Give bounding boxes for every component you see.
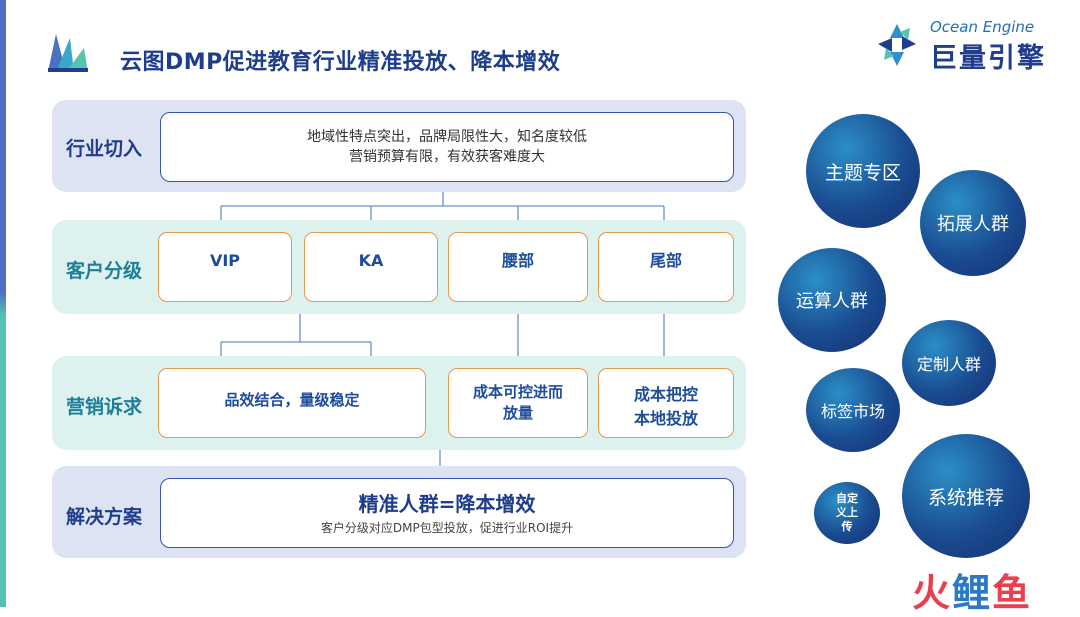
side-accent-stripe	[0, 0, 6, 607]
grade-tail-box: 尾部	[598, 232, 734, 302]
demand-local-box: 成本把控 本地投放	[598, 368, 734, 438]
circle-expand-audience: 拓展人群	[920, 170, 1026, 276]
watermark-char-2: 鲤	[952, 571, 993, 615]
row-industry-entry: 行业切入 地域性特点突出，品牌局限性大，知名度较低 营销预算有限，有效获客难度大	[52, 100, 746, 192]
entry-line-1: 地域性特点突出，品牌局限性大，知名度较低	[307, 129, 587, 145]
ocean-engine-icon	[878, 24, 916, 66]
fan-logo-icon	[48, 34, 88, 72]
watermark-char-1: 火	[912, 571, 953, 615]
grade-ka-box: KA	[304, 232, 438, 302]
grade-vip-box: VIP	[158, 232, 292, 302]
demand-cost-scale-line-2: 放量	[502, 404, 533, 422]
solution-subtext: 客户分级对应DMP包型投放，促进行业ROI提升	[320, 521, 574, 535]
row-label-entry: 行业切入	[65, 138, 142, 160]
page-title: 云图DMP促进教育行业精准投放、降本增效	[120, 50, 561, 75]
circle-tag-market: 标签市场	[806, 368, 900, 452]
row-solution: 解决方案 精准人群=降本增效 客户分级对应DMP包型投放，促进行业ROI提升	[52, 466, 746, 558]
custom-upload-line-1: 自定	[836, 492, 858, 505]
row-label-grading: 客户分级	[65, 260, 142, 282]
brand-logo: Ocean Engine 巨量引擎	[872, 16, 1052, 76]
demand-effect-box: 品效结合，量级稳定	[158, 368, 426, 438]
row-label-demand: 营销诉求	[65, 396, 142, 418]
circle-system-recommend: 系统推荐	[902, 434, 1030, 558]
brand-chinese: 巨量引擎	[930, 43, 1046, 74]
entry-line-2: 营销预算有限，有效获客难度大	[349, 149, 545, 165]
custom-upload-line-2: 义上	[836, 506, 858, 519]
solution-headline: 精准人群=降本增效	[358, 492, 536, 516]
watermark-char-3: 鱼	[992, 571, 1033, 615]
row-label-solution: 解决方案	[65, 506, 142, 528]
demand-local-line-1: 成本把控	[633, 385, 698, 404]
demand-cost-scale-box: 成本可控进而 放量	[448, 368, 588, 438]
grade-waist-box: 腰部	[448, 232, 588, 302]
circle-custom-upload: 自定 义上 传	[814, 482, 880, 544]
circle-theme-zone: 主题专区	[806, 114, 920, 228]
solution-box: 精准人群=降本增效 客户分级对应DMP包型投放，促进行业ROI提升	[160, 478, 734, 548]
entry-description-box: 地域性特点突出，品牌局限性大，知名度较低 营销预算有限，有效获客难度大	[160, 112, 734, 182]
row-customer-grading: 客户分级 VIP KA 腰部 尾部	[52, 220, 746, 314]
demand-effect-text: 品效结合，量级稳定	[224, 391, 360, 409]
brand-english: Ocean Engine	[930, 18, 1035, 36]
demand-cost-scale-line-1: 成本可控进而	[472, 383, 563, 401]
circle-compute-audience: 运算人群	[778, 248, 886, 352]
circle-custom-audience: 定制人群	[902, 320, 996, 406]
watermark-logo: 火鲤鱼	[912, 562, 1032, 617]
demand-local-line-2: 本地投放	[633, 409, 698, 428]
row-marketing-demand: 营销诉求 品效结合，量级稳定 成本可控进而 放量 成本把控 本地投放	[52, 356, 746, 450]
custom-upload-line-3: 传	[841, 520, 853, 533]
